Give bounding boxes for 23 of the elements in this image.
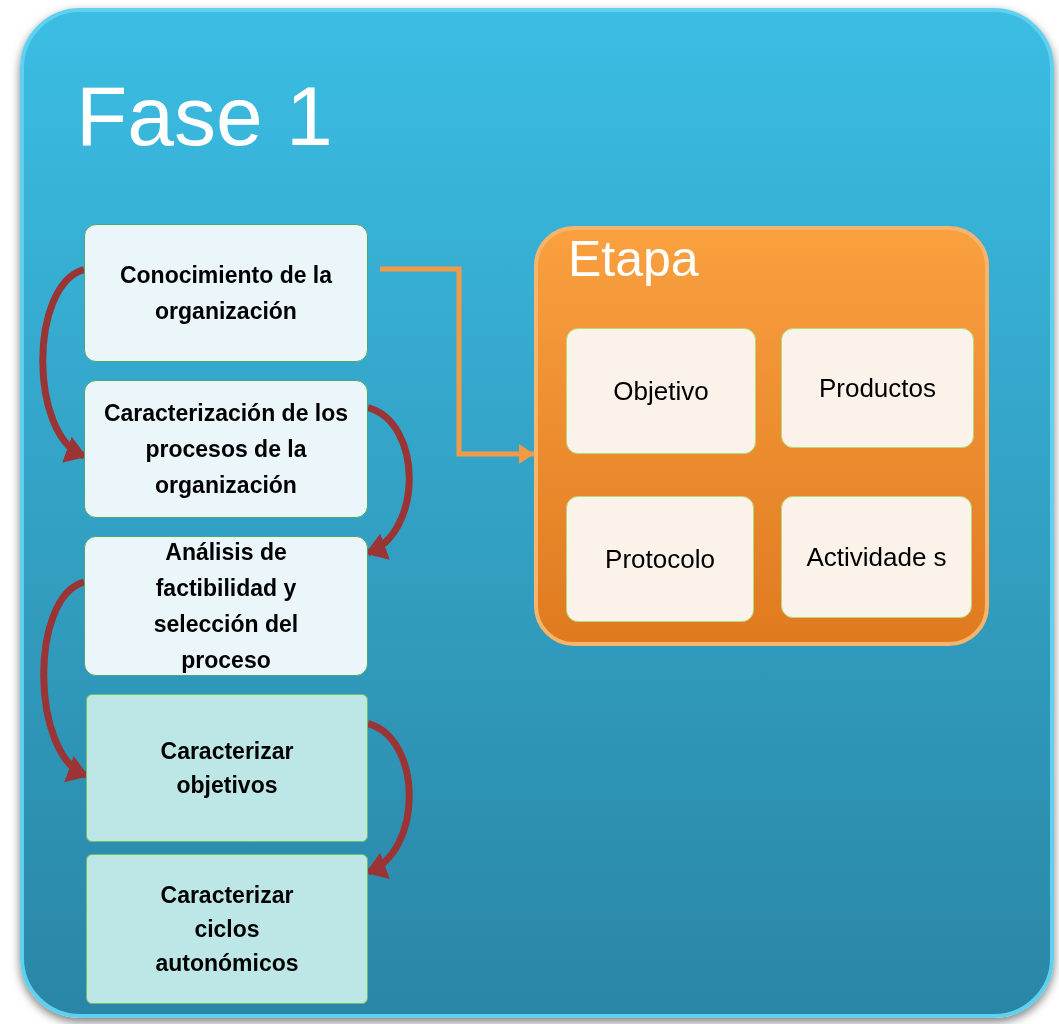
phase-panel: [20, 8, 1054, 1018]
box-label: Caracterizar ciclos autonómicos: [154, 881, 300, 978]
item-box: [566, 328, 756, 454]
process-box: [84, 224, 368, 362]
arrow: [380, 266, 534, 464]
process-box: [86, 854, 368, 1004]
box-label: Conocimiento de la organización: [118, 261, 334, 326]
process-box: [84, 380, 368, 518]
panel-title: Fase 1: [76, 69, 333, 163]
box-label: Actividade s: [806, 541, 947, 574]
process-box: [84, 536, 368, 676]
item-box: [781, 328, 974, 448]
item-box: [781, 496, 972, 618]
box-label: Análisis de factibilidad y selección del proceso: [152, 538, 300, 675]
box-label: Caracterizar objetivos: [159, 737, 295, 800]
box-label: Objetivo: [613, 375, 709, 408]
box-label: Caracterización de los procesos de la organización: [102, 399, 350, 500]
process-box: [86, 694, 368, 842]
box-label: Protocolo: [605, 543, 715, 576]
item-box: [566, 496, 754, 622]
panel-title: Etapa: [568, 231, 699, 287]
stage-panel: [534, 226, 989, 646]
box-label: Productos: [818, 372, 937, 405]
